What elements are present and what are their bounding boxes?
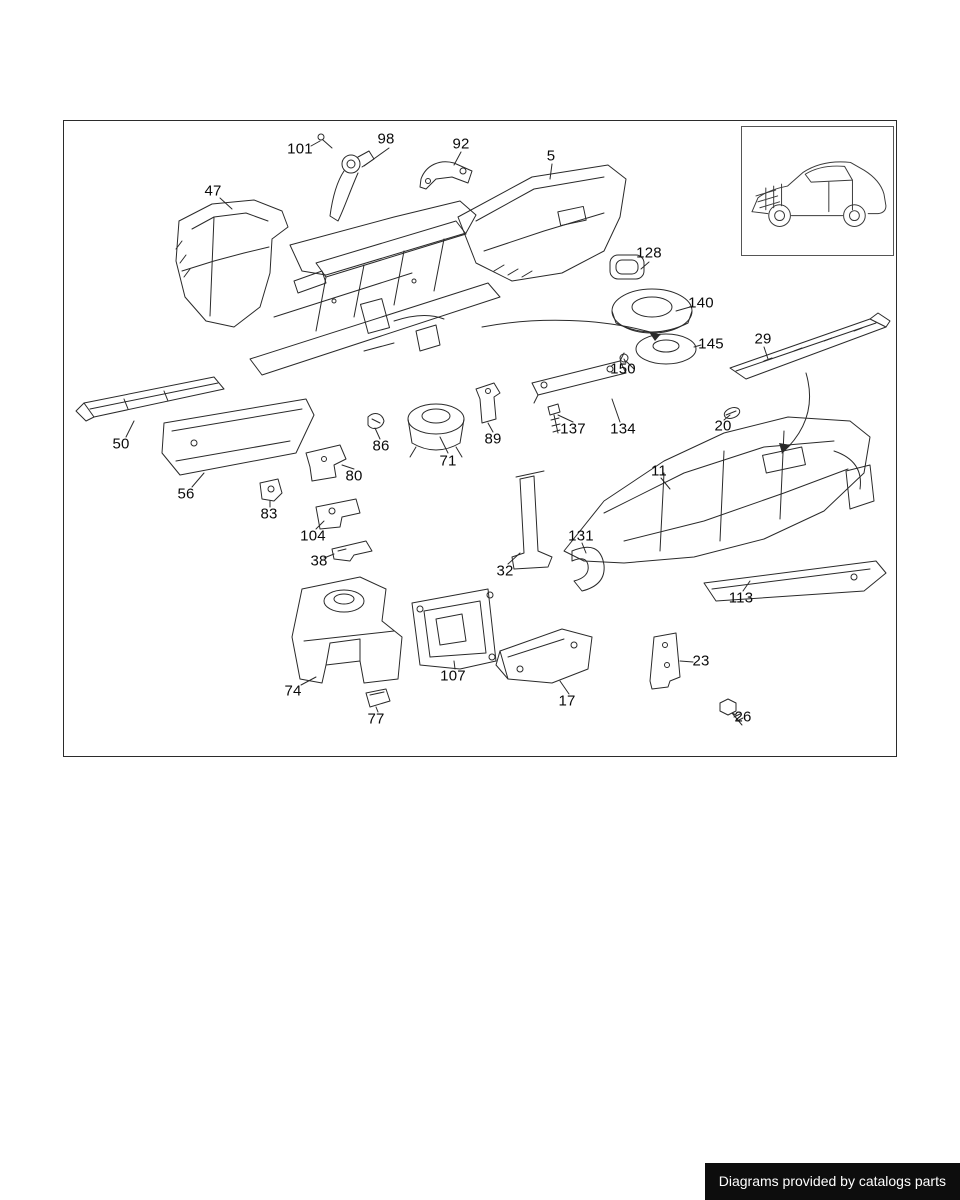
part-drawing-17 bbox=[495, 628, 593, 684]
part-drawing-74 bbox=[291, 576, 403, 684]
credit-bar: Diagrams provided by catalogs parts bbox=[704, 1163, 960, 1200]
part-drawing-107 bbox=[411, 588, 497, 670]
leader-lines bbox=[125, 140, 769, 716]
part-drawing-26 bbox=[719, 698, 744, 726]
part-drawing-71 bbox=[407, 403, 465, 458]
part-drawing-137 bbox=[547, 403, 561, 434]
part-drawing-131 bbox=[571, 546, 605, 592]
part-drawing-50 bbox=[75, 376, 225, 422]
part-drawing-38 bbox=[331, 540, 373, 562]
part-drawing-145 bbox=[635, 333, 697, 365]
credit-text: Diagrams provided by catalogs parts bbox=[718, 1173, 946, 1189]
part-drawing-77 bbox=[365, 688, 391, 708]
parts-diagram-artwork bbox=[75, 133, 891, 726]
part-drawing-23 bbox=[649, 632, 681, 690]
part-drawing-86 bbox=[367, 413, 385, 429]
part-drawing-92 bbox=[419, 161, 473, 190]
part-drawing-32 bbox=[511, 470, 553, 570]
part-drawing-128 bbox=[609, 254, 645, 280]
vehicle-location-inset bbox=[741, 126, 894, 256]
pointer-arrows bbox=[481, 319, 810, 454]
part-drawing-11 bbox=[563, 416, 875, 564]
part-drawing-5 bbox=[457, 164, 627, 282]
part-drawing-113 bbox=[703, 560, 887, 602]
part-drawing-98 bbox=[329, 150, 375, 222]
part-drawing-89 bbox=[475, 382, 501, 424]
front-structure-assembly bbox=[249, 200, 501, 376]
part-drawing-47 bbox=[175, 199, 289, 328]
part-drawing-20 bbox=[723, 407, 741, 419]
part-drawing-80 bbox=[305, 444, 347, 482]
part-drawing-104 bbox=[315, 498, 361, 530]
part-drawing-101 bbox=[317, 133, 333, 149]
vehicle-silhouette bbox=[751, 161, 887, 227]
part-drawing-29 bbox=[729, 312, 891, 380]
part-drawing-83 bbox=[259, 478, 283, 502]
part-drawing-56 bbox=[161, 398, 315, 476]
part-drawing-134 bbox=[531, 352, 627, 404]
